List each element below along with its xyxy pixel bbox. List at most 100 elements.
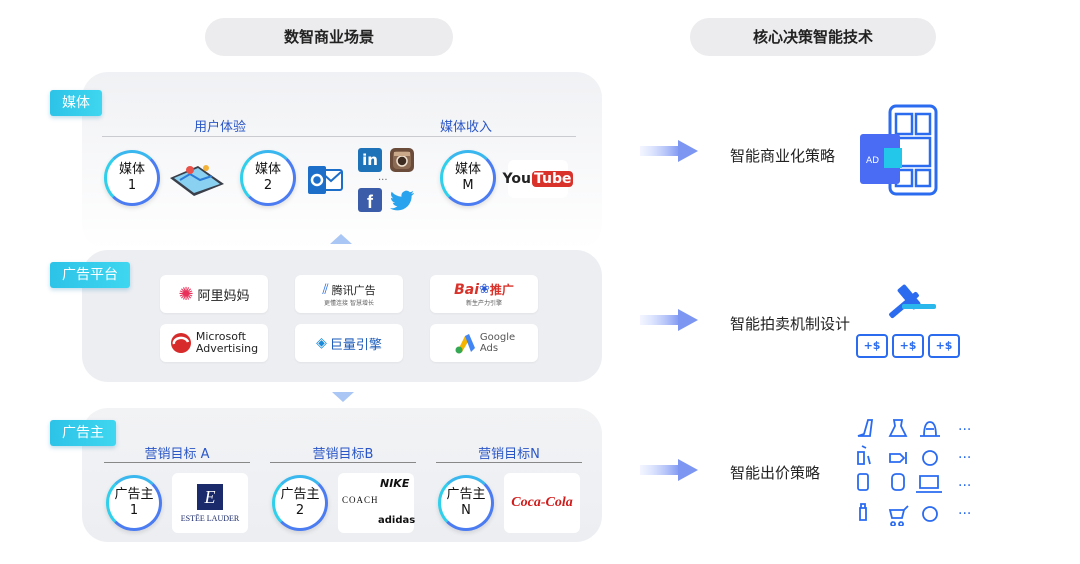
arrow-commercialization xyxy=(640,140,698,162)
more-row-4: ... xyxy=(958,502,972,518)
hat-icon xyxy=(920,421,940,437)
bottle-icon xyxy=(857,445,871,465)
ocean-engine-card: ◈ 巨量引擎 xyxy=(295,324,403,362)
outlook-icon xyxy=(308,164,344,196)
media-m-circle: 媒体 M xyxy=(440,150,496,206)
microsoft-line1: Microsoft xyxy=(195,330,246,343)
advertiser-n-circle: 广告主 N xyxy=(438,475,494,531)
baidu-name-b: 推广 xyxy=(489,283,514,297)
phone-icon xyxy=(857,473,869,491)
ocean-engine-icon: ◈ xyxy=(316,335,327,351)
alimama-name: 阿里妈妈 xyxy=(197,288,250,304)
tencent-ads-icon: ⫽ xyxy=(322,281,329,298)
technique-commercialization-label: 智能商业化策略 xyxy=(730,147,836,165)
goal-b-label: 营销目标B xyxy=(312,447,374,462)
google-line1: Google xyxy=(479,332,516,343)
media-col-revenue: 媒体收入 xyxy=(439,120,492,135)
estee-lauder-emblem: E xyxy=(197,483,223,510)
map-phone-icon xyxy=(166,158,226,198)
laptop-icon xyxy=(916,475,942,493)
bid-box-1: +$ xyxy=(856,334,888,358)
tape-icon xyxy=(889,452,907,464)
youtube-tube: Tube xyxy=(531,171,574,187)
platform-tag: 广告平台 xyxy=(50,262,130,288)
media-col-user-experience: 用户体验 xyxy=(193,120,246,135)
nike-logo: NIKE xyxy=(380,477,410,490)
coach-logo: COACH xyxy=(342,495,379,505)
media-1-circle: 媒体 1 xyxy=(104,150,160,206)
youtube-logo: You Tube xyxy=(503,160,574,198)
header-business-scenarios: 数智商业场景 xyxy=(205,18,453,56)
flask-icon xyxy=(888,419,908,437)
arrow-auction xyxy=(640,309,698,331)
microsoft-line2: Advertising xyxy=(195,342,259,355)
estee-lauder-name: ESTĒE LAUDER xyxy=(180,513,240,523)
fruit-icon xyxy=(922,450,938,466)
multi-brand-logo: NIKE COACH adidas xyxy=(338,473,416,533)
advertiser-tag: 广告主 xyxy=(50,420,116,446)
facebook-icon: f xyxy=(358,188,382,212)
media-2-line1: 媒体 xyxy=(254,162,281,177)
instagram-icon xyxy=(390,148,414,172)
perfume-icon xyxy=(859,503,867,521)
tencent-ads-name: 腾讯广告 xyxy=(331,283,376,297)
media-2-circle: 媒体 2 xyxy=(240,150,296,206)
estee-lauder-logo: E ESTĒE LAUDER xyxy=(172,473,248,533)
arrow-bidding xyxy=(640,459,698,481)
arrow-up-media xyxy=(330,234,352,244)
baidu-promotion-card: Bai ❀ 推广 新生产力引擎 xyxy=(430,275,538,313)
alimama-icon: ✺ xyxy=(178,283,194,305)
stroller-icon xyxy=(888,505,909,527)
media-2-line2: 2 xyxy=(263,178,273,193)
google-line2: Ads xyxy=(479,343,499,354)
jar-icon xyxy=(891,473,905,491)
google-ads-card: Google Ads xyxy=(430,324,538,362)
media-tag: 媒体 xyxy=(50,90,102,116)
goal-n-label: 营销目标N xyxy=(478,447,540,462)
media-m-line1: 媒体 xyxy=(454,162,481,177)
baidu-paw-icon: ❀ xyxy=(479,282,490,297)
gavel-icon xyxy=(880,282,940,326)
microsoft-advertising-icon xyxy=(170,333,191,353)
more-row-1: ... xyxy=(958,418,972,434)
technique-bidding-label: 智能出价策略 xyxy=(730,464,821,482)
advertiser-n-line2: N xyxy=(461,503,471,518)
media-divider xyxy=(102,136,576,137)
shoe-icon xyxy=(857,419,874,437)
linkedin-icon: in xyxy=(358,148,382,172)
media-1-line2: 1 xyxy=(127,178,137,193)
goal-n-divider xyxy=(436,462,582,463)
more-dots: ... xyxy=(378,172,388,183)
adidas-logo: adidas xyxy=(378,515,416,526)
baidu-slogan: 新生产力引擎 xyxy=(465,300,502,307)
coca-cola-logo: Coca-Cola xyxy=(504,473,580,533)
alimama-card: ✺ 阿里妈妈 xyxy=(160,275,268,313)
technique-auction-label: 智能拍卖机制设计 xyxy=(730,315,851,333)
media-1-line1: 媒体 xyxy=(118,162,145,177)
more-row-3: ... xyxy=(958,474,972,490)
google-ads-icon xyxy=(455,334,475,354)
pet-icon xyxy=(922,506,938,522)
twitter-icon xyxy=(390,188,416,212)
more-row-2: ... xyxy=(958,446,972,462)
advertiser-2-line2: 2 xyxy=(295,503,305,518)
ocean-engine-name: 巨量引擎 xyxy=(329,337,382,353)
baidu-name-a: Bai xyxy=(454,281,479,298)
advertiser-1-circle: 广告主 1 xyxy=(106,475,162,531)
header-core-techniques: 核心决策智能技术 xyxy=(690,18,936,56)
coca-cola-name: Coca-Cola xyxy=(511,495,573,510)
goal-b-divider xyxy=(270,462,416,463)
tencent-ads-slogan: 更懂连接 智慧增长 xyxy=(324,299,374,307)
advertiser-2-circle: 广告主 2 xyxy=(272,475,328,531)
media-m-line2: M xyxy=(462,178,474,193)
youtube-you: You xyxy=(502,171,531,187)
advertiser-1-line2: 1 xyxy=(129,503,139,518)
tencent-ads-card: ⫽ 腾讯广告 更懂连接 智慧增长 xyxy=(295,275,403,313)
arrow-down-platform xyxy=(332,392,354,402)
commercialization-icon xyxy=(858,104,938,196)
product-icon-grid xyxy=(854,416,974,527)
ad-badge-text: AD xyxy=(866,156,880,166)
goal-a-label: 营销目标 A xyxy=(144,447,210,462)
bid-box-3: +$ xyxy=(928,334,960,358)
advertiser-1-line1: 广告主 xyxy=(114,487,154,502)
